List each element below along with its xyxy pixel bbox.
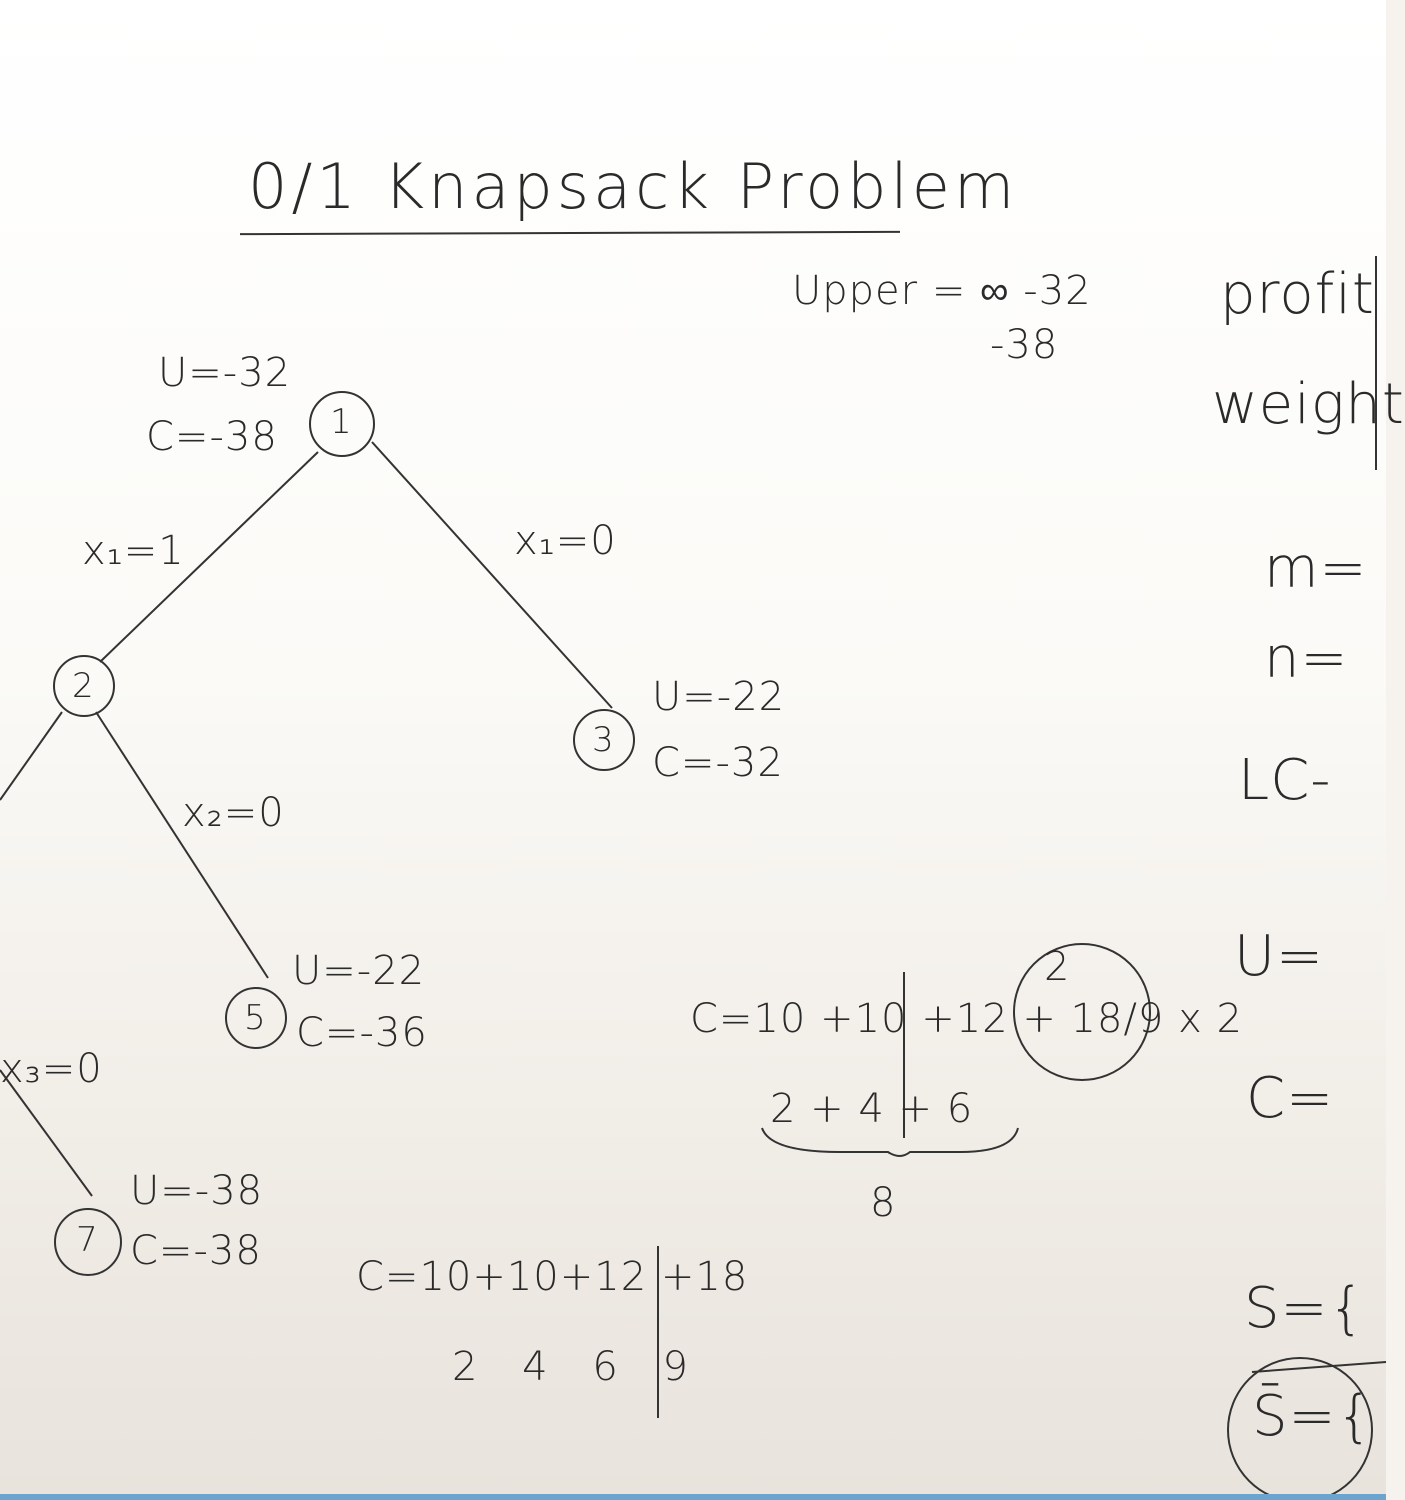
node-5-upper: U=-22	[292, 948, 426, 994]
upper-second: -38	[990, 322, 1059, 368]
profit-label: profit	[1220, 262, 1375, 327]
c-formula-label: C=	[1246, 1066, 1335, 1131]
upper-label: Upper = ∞ -32	[792, 268, 1092, 314]
node-1-label: 1	[330, 402, 353, 442]
edge-label-x1-1: x₁=1	[82, 528, 185, 574]
node-3-cost: C=-32	[652, 740, 784, 786]
node-3-label: 3	[592, 720, 615, 760]
calc1-line: C=10 +10 +12 + 18/9 x 2	[690, 996, 1243, 1042]
weights-brace	[761, 1127, 1019, 1157]
node-1-circle	[309, 391, 375, 457]
node-7-label: 7	[76, 1220, 99, 1260]
node-1-cost: C=-38	[146, 414, 278, 460]
calc1-sum: 8	[870, 1180, 897, 1226]
lc-label: LC-	[1238, 748, 1332, 813]
calc-circle	[1013, 943, 1151, 1081]
page-title: 0/1 Knapsack Problem	[248, 150, 1019, 223]
node-5-label: 5	[244, 998, 267, 1038]
m-label: m=	[1264, 536, 1368, 601]
node-7-circle	[54, 1208, 122, 1276]
calc1-circled-top: 2	[1044, 944, 1071, 990]
calc2-line: C=10+10+12 +18	[356, 1254, 749, 1300]
node-5-cost: C=-36	[296, 1010, 428, 1056]
s-set-label: S={	[1244, 1276, 1366, 1341]
edge-label-x2-0: x₂=0	[182, 790, 285, 836]
n-label: n=	[1264, 626, 1349, 691]
edge-4-7	[0, 1069, 93, 1197]
node-2-label: 2	[72, 666, 95, 706]
node-7-upper: U=-38	[130, 1168, 264, 1214]
video-progress-bar	[0, 1494, 1386, 1500]
edge-label-x1-0: x₁=0	[514, 518, 617, 564]
node-2-circle	[53, 655, 115, 717]
node-1-upper: U=-32	[158, 350, 292, 396]
node-7-cost: C=-38	[130, 1228, 262, 1274]
calc1-weights: 2 + 4 + 6	[770, 1086, 974, 1132]
edge-1-2	[99, 451, 319, 663]
edge-1-3	[371, 441, 613, 709]
s-bar-set-label: S̄={	[1252, 1384, 1374, 1449]
s-bar-circle	[1227, 1357, 1373, 1500]
node-5-circle	[225, 987, 287, 1049]
node-3-upper: U=-22	[652, 674, 786, 720]
calc2-weights: 2 4 6 9	[452, 1344, 689, 1390]
weight-label: weight	[1212, 372, 1405, 437]
u-formula-label: U=	[1234, 924, 1324, 989]
edge-label-x3-0: x₃=0	[0, 1046, 103, 1092]
node-3-circle	[573, 709, 635, 771]
edge-2-5	[95, 711, 269, 979]
edge-2-4	[0, 711, 63, 801]
s-bar-line	[1251, 1361, 1387, 1373]
